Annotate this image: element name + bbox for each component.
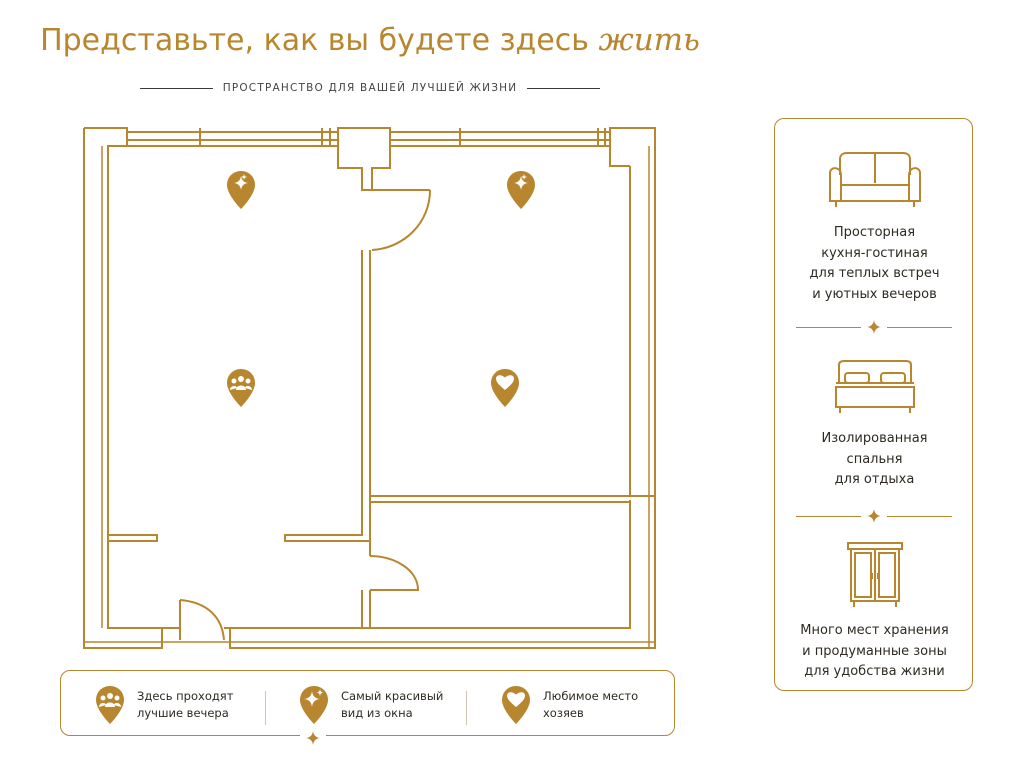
legend-separator xyxy=(466,691,467,725)
star-icon xyxy=(867,320,881,334)
legend-text-people: Здесь проходят лучшие вечера xyxy=(137,689,234,720)
bed-icon xyxy=(834,360,915,413)
sparkle-pin-icon-left xyxy=(227,171,255,209)
legend-panel: Здесь проходят лучшие вечера Самый краси… xyxy=(60,670,675,736)
legend-star-icon xyxy=(300,730,326,745)
subtitle-line-left xyxy=(140,87,213,89)
subtitle-line-right xyxy=(527,87,601,89)
legend-item-heart: Любимое место хозяев xyxy=(501,685,638,725)
subtitle-row: ПРОСТРАНСТВО ДЛЯ ВАШЕЙ ЛУЧШЕЙ ЖИЗНИ xyxy=(130,80,610,96)
wardrobe-icon xyxy=(846,542,903,607)
sofa-icon xyxy=(828,152,921,207)
feature-bedroom-text: Изолированная спальня для отдыха xyxy=(821,431,928,487)
sparkle-pin-icon xyxy=(300,686,328,724)
feature-kitchen: Просторная кухня-гостиная для теплых вст… xyxy=(775,151,974,305)
feature-storage: Много мест хранения и продуманные зоны д… xyxy=(775,541,974,683)
legend-separator xyxy=(265,691,266,725)
legend-text-heart: Любимое место хозяев xyxy=(543,689,639,720)
feature-storage-text: Много мест хранения и продуманные зоны д… xyxy=(800,623,949,679)
people-pin-icon xyxy=(96,686,124,724)
sparkle-pin-icon-right xyxy=(507,171,535,209)
heart-pin-icon xyxy=(491,369,519,407)
title-script: жить xyxy=(598,22,700,58)
features-panel: Просторная кухня-гостиная для теплых вст… xyxy=(774,118,973,691)
title-main: Представьте, как вы будете здесь xyxy=(40,23,589,58)
legend-item-people: Здесь проходят лучшие вечера xyxy=(95,685,233,725)
heart-pin-icon xyxy=(502,686,530,724)
divider-1 xyxy=(796,320,952,334)
page-title: Представьте, как вы будете здесь жить xyxy=(0,22,740,58)
people-pin-icon xyxy=(227,369,255,407)
subtitle: ПРОСТРАНСТВО ДЛЯ ВАШЕЙ ЛУЧШЕЙ ЖИЗНИ xyxy=(222,82,518,94)
divider-2 xyxy=(796,509,952,523)
star-icon xyxy=(867,509,881,523)
feature-bedroom: Изолированная спальня для отдыха xyxy=(775,359,974,491)
legend-text-view: Самый красивый вид из окна xyxy=(341,689,444,720)
feature-kitchen-text: Просторная кухня-гостиная для теплых вст… xyxy=(809,225,940,302)
legend-item-view: Самый красивый вид из окна xyxy=(299,685,443,725)
